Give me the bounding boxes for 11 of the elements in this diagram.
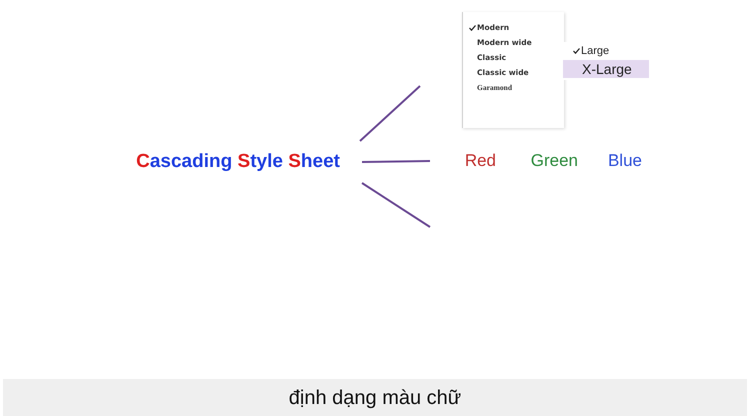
- connector-line: [361, 182, 431, 228]
- color-word: Red: [464, 150, 496, 172]
- menu-item: Large: [581, 46, 610, 56]
- color-word: Green: [530, 150, 578, 172]
- font-menu: [462, 12, 564, 128]
- connector-line: [362, 160, 430, 163]
- title-text: Cascading Style Sheet: [136, 150, 340, 174]
- color-word: Blue: [608, 150, 642, 172]
- connector-line: [359, 85, 421, 142]
- selected-menu-item: X-Large: [563, 60, 649, 78]
- caption-text: định dạng màu chữ: [288, 386, 462, 410]
